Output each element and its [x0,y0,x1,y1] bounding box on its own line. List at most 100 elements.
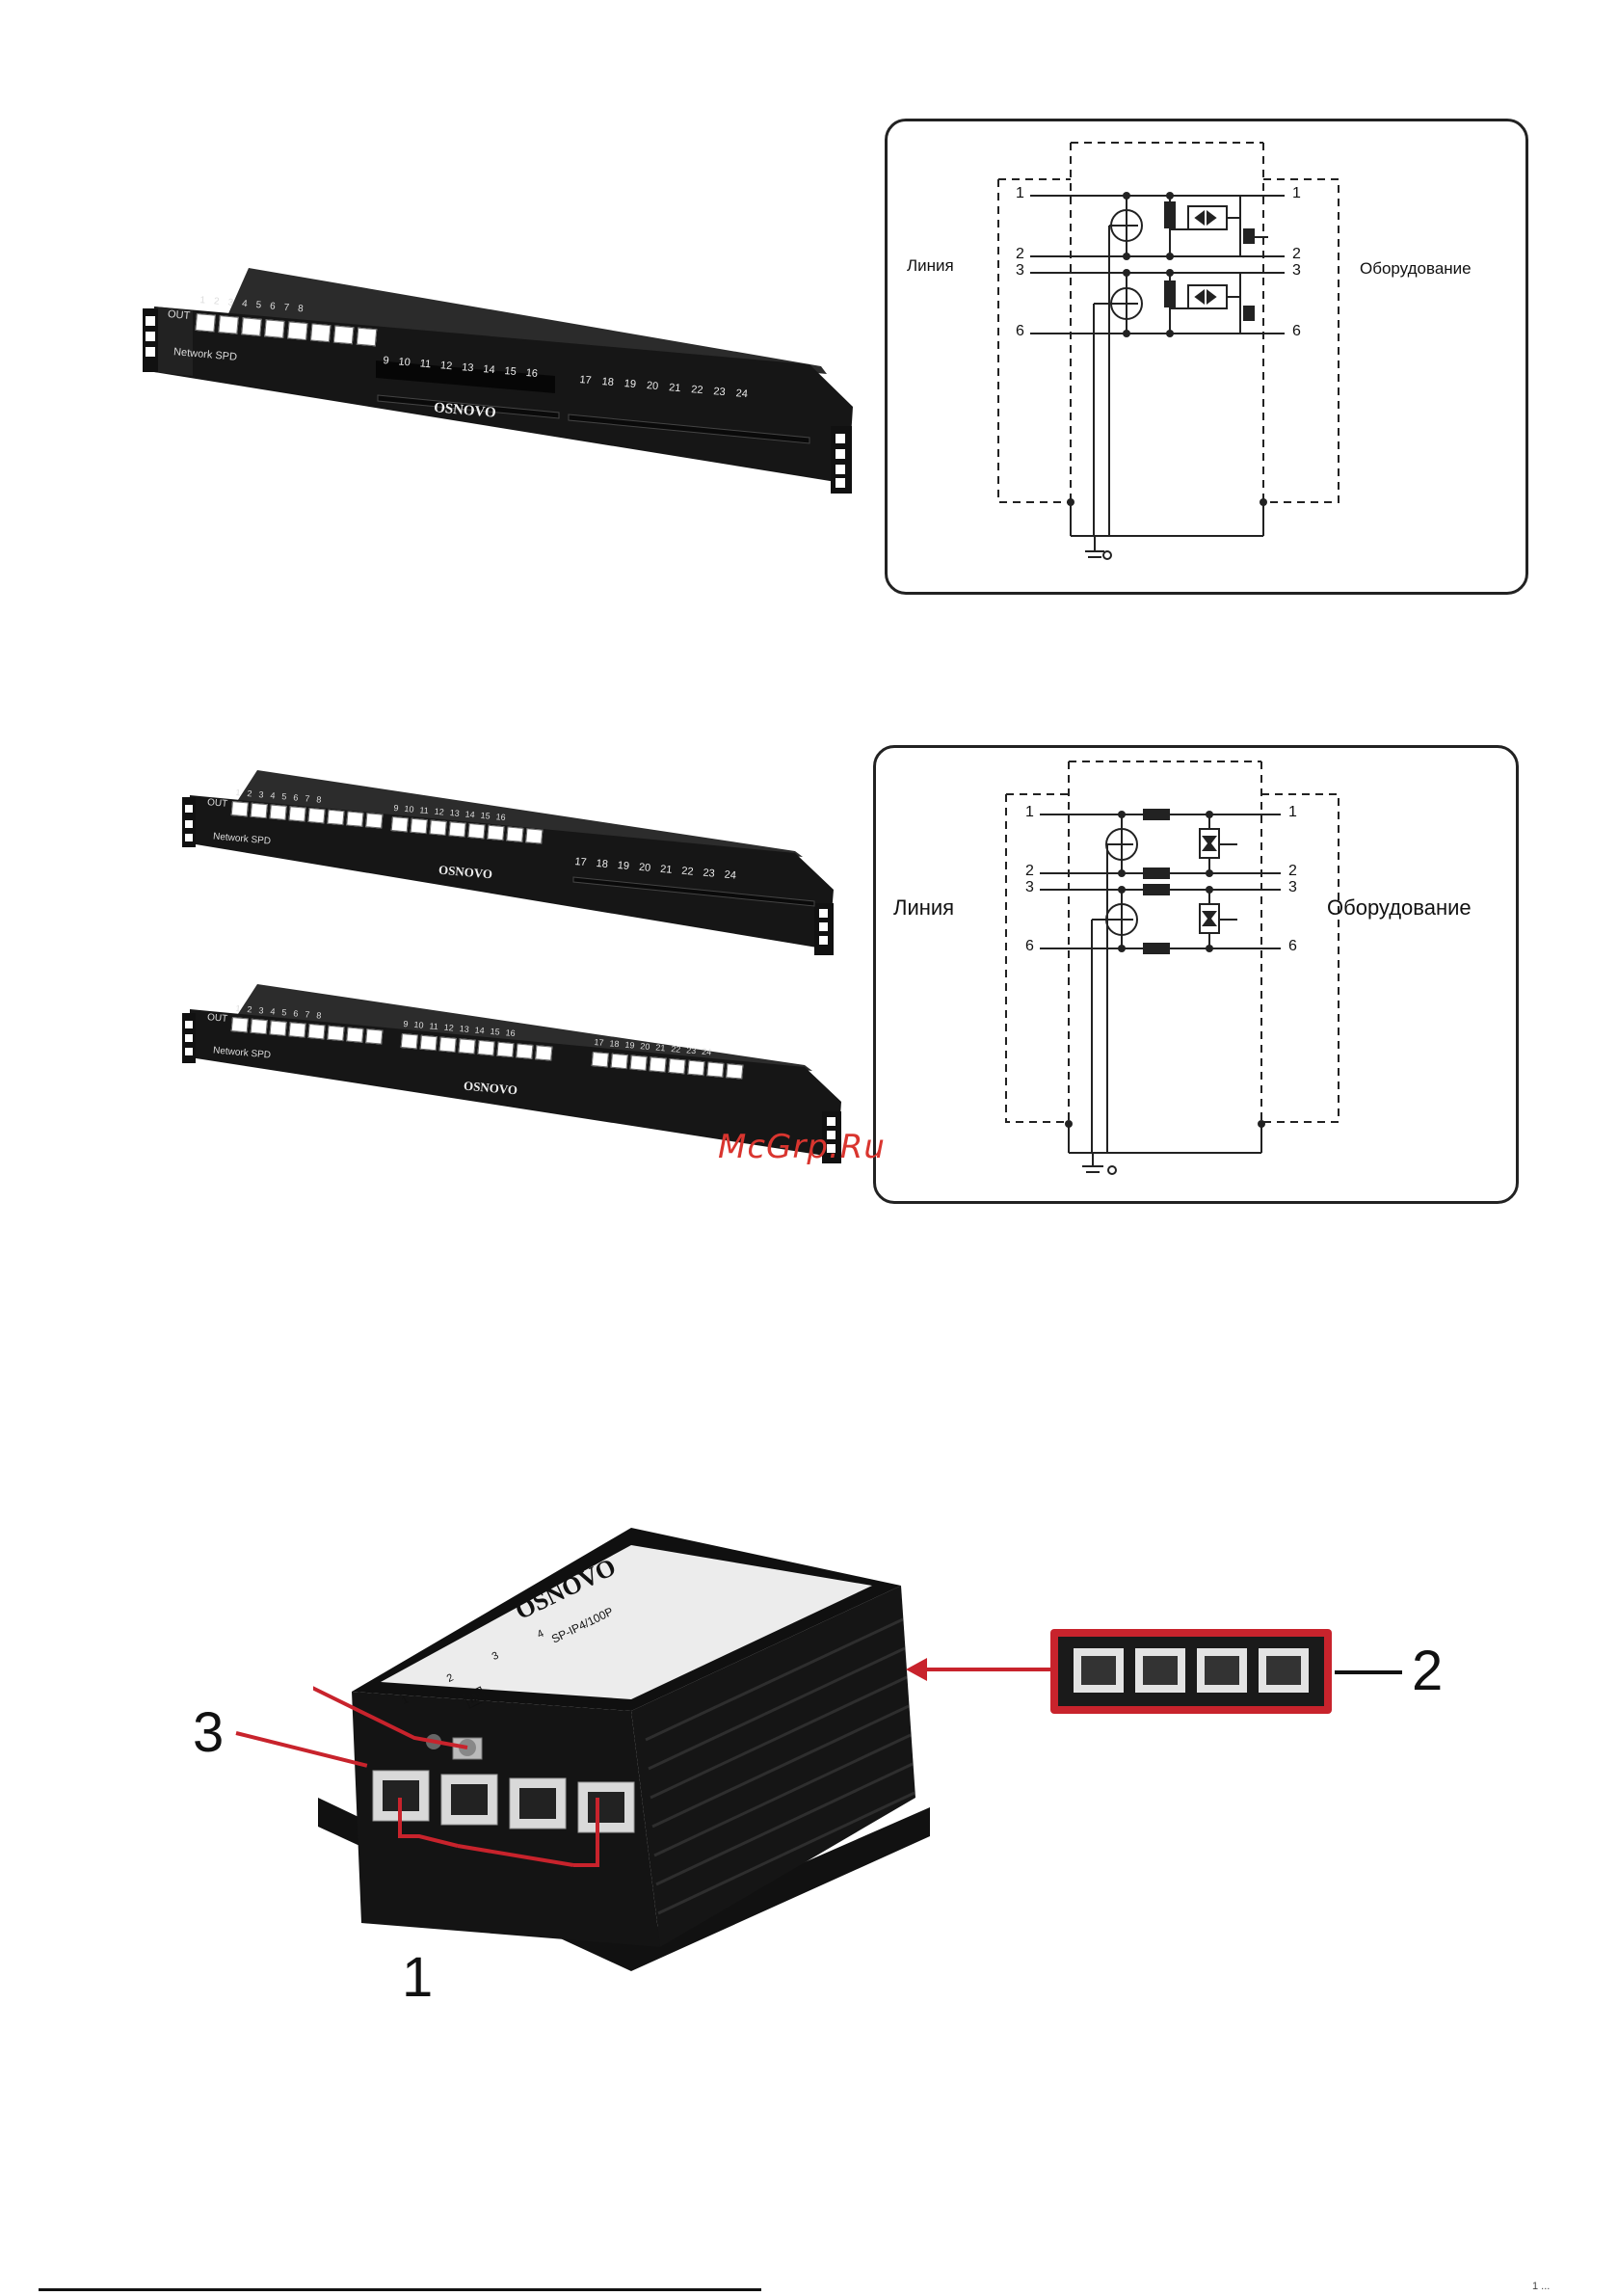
rack-panel-24port: OUT Network SPD OSNOVO 1 2 3 4 5 [178,978,862,1171]
pin-left-2: 2 [1025,863,1034,879]
port-number: 21 [668,382,681,395]
rj45-port [365,1028,384,1045]
port-number: 8 [315,794,322,805]
pin-right-2: 2 [1288,863,1297,879]
port-number: 9 [393,803,399,814]
port-number: 4 [270,1006,276,1017]
rj45-port [288,1022,306,1038]
pin-right-1: 1 [1292,185,1301,201]
device-image [254,1528,930,1971]
pin-left-1: 1 [1016,185,1024,201]
port-number: 20 [639,1041,650,1053]
port-number: 4 [241,298,249,310]
callout-2-line [1335,1670,1402,1674]
rj45-port [332,325,355,345]
port-number: 7 [304,1009,310,1020]
schematic-left-label: Линия [907,256,954,275]
schematic-diagram [997,142,1339,560]
port-number: 23 [712,386,727,399]
pin-left-1: 1 [1025,804,1034,820]
rj45-port [687,1059,705,1077]
port-strip-inset [1050,1629,1332,1714]
rack-panel-8port-image [143,268,853,494]
port-number: 23 [702,867,716,880]
port-number: 1 [199,295,206,307]
port-number: 10 [404,803,414,814]
port-number: 24 [724,868,737,882]
callout-2: 2 [1412,1640,1444,1702]
rj45-port [241,317,262,336]
rj45-port [535,1045,553,1061]
port-number: 8 [315,1010,322,1021]
rj45-port [218,315,239,334]
arrow-head-icon [906,1658,927,1681]
rj45-port [288,806,306,822]
footer-rule [39,2288,761,2291]
rj45-port [230,1017,249,1033]
rj45-port [506,826,524,842]
port-number: 22 [670,1043,681,1055]
port-number: 14 [474,1025,486,1036]
port-number: 23 [685,1045,697,1056]
port-number: 6 [292,792,299,803]
port-number: 22 [680,865,695,878]
rj45-port [419,1034,438,1052]
surge-schematic-gdt: Линия Оборудование 1 2 3 6 1 2 3 6 [885,119,1528,595]
rj45-port [346,1027,364,1043]
pin-right-1: 1 [1288,804,1297,820]
port-number: 6 [292,1008,299,1019]
port-number: 24 [701,1046,712,1057]
port-number: 10 [413,1019,424,1030]
port-number: 19 [623,378,637,391]
panel-out-label: OUT [167,308,191,322]
port-number: 3 [258,789,264,800]
port-number: 14 [464,809,476,820]
rj45-port [390,816,409,833]
port-number: 12 [443,1022,455,1033]
port-number: 13 [459,1024,470,1034]
port-number: 17 [594,1037,604,1048]
port-number: 8 [297,303,305,315]
rj45-port [668,1057,686,1075]
rj45-port [269,1020,287,1036]
pin-right-3: 3 [1288,879,1297,895]
port-number: 24 [735,387,749,401]
port-number: 20 [646,380,659,393]
port-number: 12 [434,806,445,817]
rj45-port [516,1043,534,1059]
port-number: 10 [398,356,411,369]
port-number: 2 [213,296,221,307]
rj45-port [410,817,428,835]
port-number: 19 [617,859,630,872]
rj45-port [458,1038,476,1055]
port-mark: 2 [444,1671,456,1685]
rj45-port [1197,1648,1247,1693]
rj45-port [230,801,249,817]
rj45-port [487,824,505,841]
pin-right-6: 6 [1288,938,1297,954]
port-mark: 3 [490,1649,501,1664]
rj45-port [591,1052,609,1068]
rj45-port [629,1055,648,1071]
port-strip-body [1058,1637,1324,1706]
rj45-port [287,321,308,341]
rack-panel-16port: OUT Network SPD OSNOVO 1 2 3 4 5 6 7 8 9… [178,766,853,964]
rj45-port [706,1061,725,1078]
rj45-port [448,821,466,838]
port-number: 7 [283,302,290,314]
port-number: 5 [255,300,262,311]
rj45-port [365,813,384,829]
rj45-port [467,822,486,840]
port-number: 2 [247,788,252,799]
rj45-port [400,1033,418,1050]
port-number: 5 [281,1007,287,1018]
port-number: 9 [382,355,390,367]
rj45-port [496,1041,515,1058]
rj45-port [438,1036,457,1053]
pin-left-6: 6 [1016,323,1024,339]
port-number: 18 [601,376,615,389]
pin-right-6: 6 [1292,323,1301,339]
rj45-port [264,319,285,338]
port-number: 1 [235,1003,241,1014]
rj45-port [307,807,326,824]
